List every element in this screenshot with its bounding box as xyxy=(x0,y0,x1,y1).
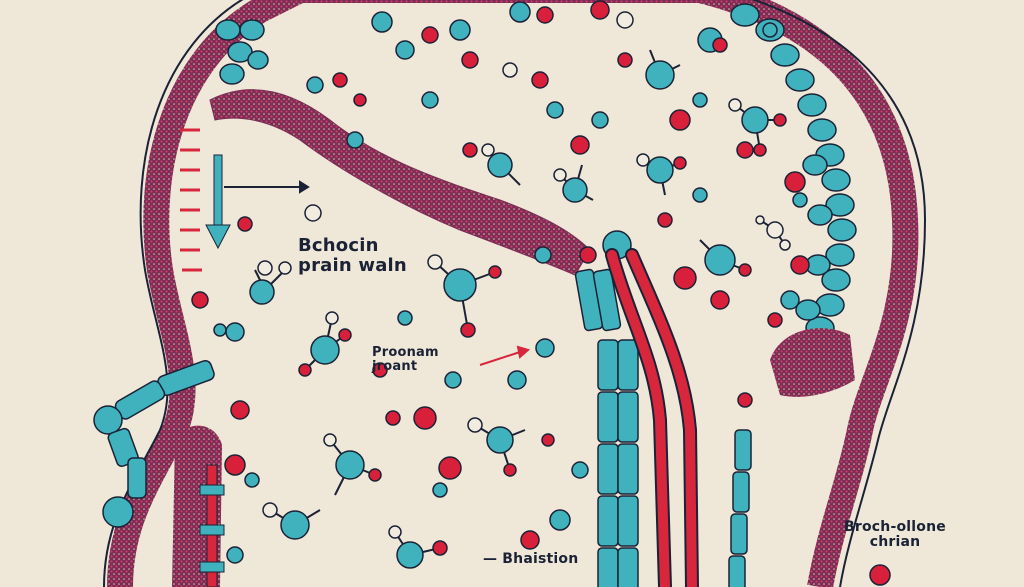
cell-layer-left xyxy=(215,19,269,85)
label-bottom-center-text: Bhaistion xyxy=(502,551,579,567)
brain-tissue-lobe-right xyxy=(770,328,855,397)
head-membrane xyxy=(103,0,927,587)
label-bottom-center: — Bhaistion xyxy=(483,551,579,567)
label-main: Bchocin prain waln xyxy=(298,236,407,276)
cell-layer-right xyxy=(730,3,857,340)
teal-chain-right xyxy=(728,429,752,587)
label-main-line1: Bchocin xyxy=(298,235,379,256)
blood-vessels xyxy=(605,248,699,587)
label-bottom-right-line2: chrian xyxy=(869,534,921,551)
label-main-line2: prain waln xyxy=(298,254,407,276)
teal-column xyxy=(574,230,639,587)
red-arrow-icon xyxy=(479,345,531,366)
right-arrow-icon xyxy=(224,180,310,194)
down-arrow-icon xyxy=(205,154,231,250)
ladder-bottom-left xyxy=(199,464,225,587)
label-program: Proonam jroant xyxy=(372,345,439,375)
label-program-line1: Proonam xyxy=(372,345,439,360)
label-bottom-right-line1: Broch-ollone xyxy=(844,519,946,535)
label-program-line2: jroant xyxy=(372,359,418,375)
brain-tissue-band xyxy=(209,89,591,276)
ladder-left xyxy=(180,128,202,272)
molecules xyxy=(191,0,891,586)
label-bottom-right: Broch-ollone chrian xyxy=(820,519,970,551)
teal-chain-left xyxy=(93,359,215,528)
label-dash: — xyxy=(483,551,503,567)
